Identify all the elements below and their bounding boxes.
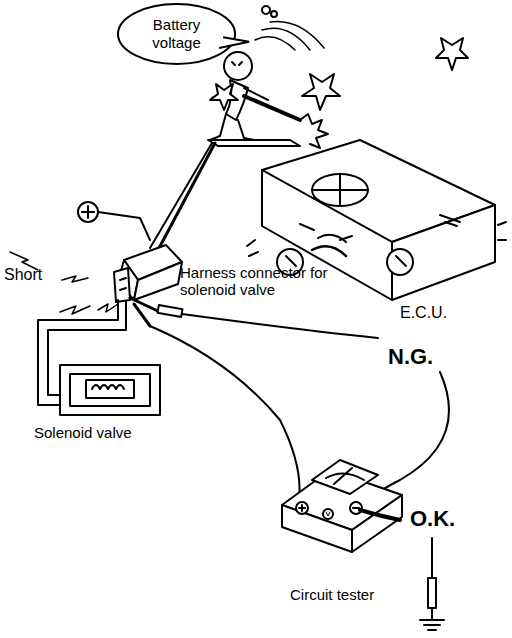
- part-label: Harness connector for solenoid valve: [180, 264, 330, 299]
- speech-bubble: Battery voltage: [116, 2, 237, 66]
- harness-wire: [158, 143, 215, 250]
- result-label: N.G.: [388, 344, 433, 369]
- result-label: O.K.: [410, 506, 455, 531]
- harness-connector: [114, 245, 182, 302]
- voltage-figure: [208, 6, 468, 148]
- part-label: E.C.U.: [400, 304, 447, 322]
- part-label: Solenoid valve: [34, 424, 132, 441]
- battery-terminal: [78, 202, 98, 222]
- solenoid-valve: [60, 365, 160, 415]
- bubble-text: Battery voltage: [138, 16, 216, 52]
- short-label: Short: [4, 266, 42, 284]
- part-label: Circuit tester: [290, 586, 374, 603]
- circuit-tester: [282, 460, 402, 552]
